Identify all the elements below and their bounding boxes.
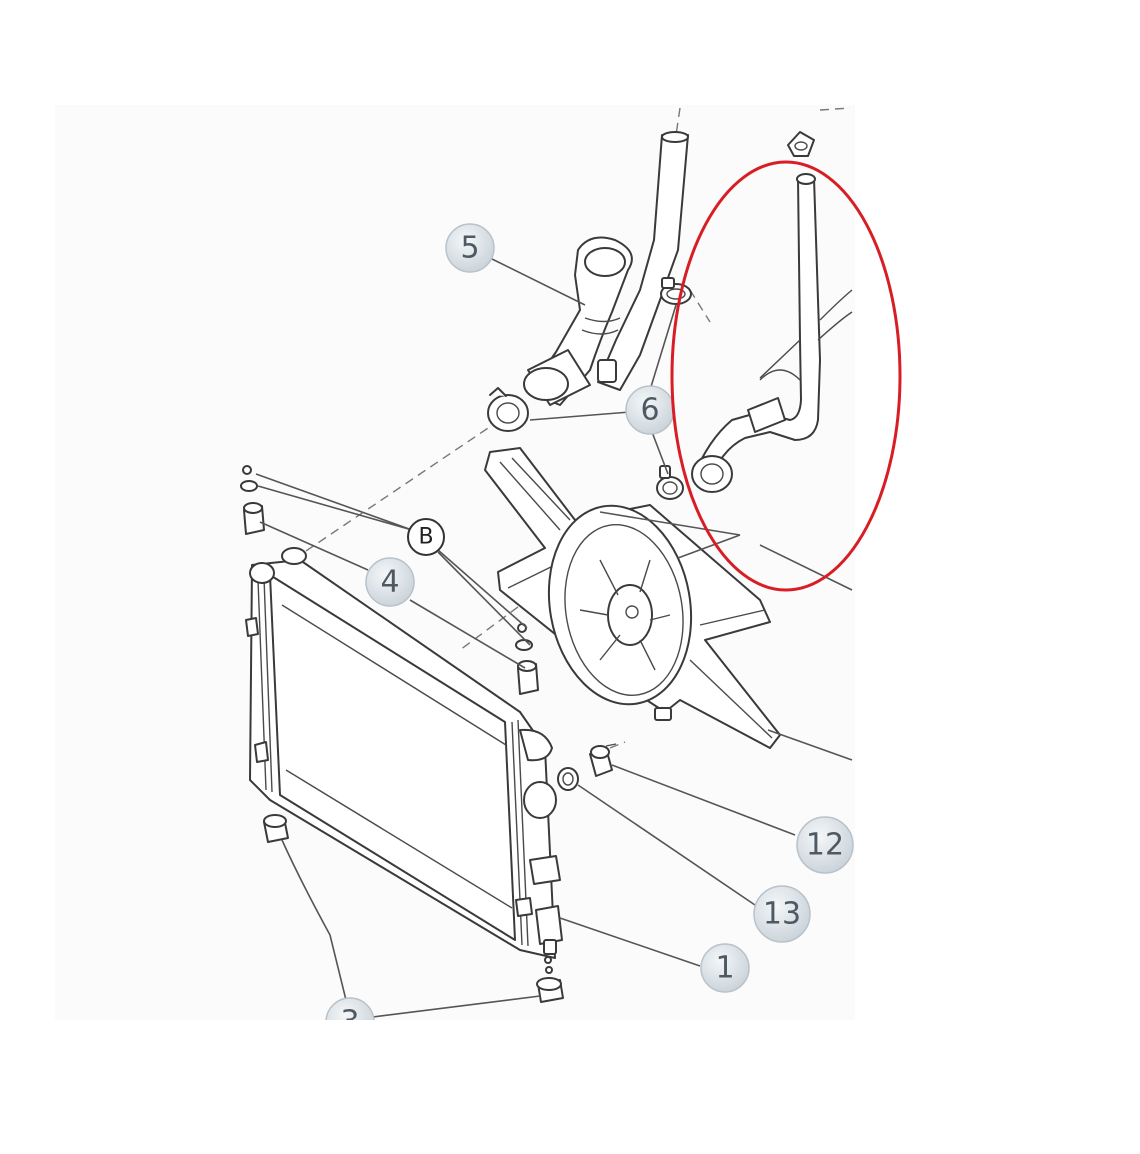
drain-plug bbox=[589, 743, 617, 777]
callout-13-label: 13 bbox=[763, 897, 801, 932]
gasket-ring bbox=[487, 387, 529, 432]
callout-1-label: 1 bbox=[715, 951, 734, 986]
callout-12-label: 12 bbox=[806, 828, 844, 863]
callout-4: 4 bbox=[365, 557, 415, 607]
callout-5: 5 bbox=[445, 223, 495, 273]
hose-clip-lower bbox=[656, 465, 684, 500]
callout-1: 1 bbox=[700, 943, 750, 993]
lower-hose bbox=[691, 173, 853, 493]
callout-13: 13 bbox=[753, 885, 811, 943]
hose-clip-upper bbox=[660, 277, 692, 305]
callout-12: 12 bbox=[796, 816, 854, 874]
drain-seal-ring bbox=[557, 767, 579, 791]
small-clip-top bbox=[787, 131, 815, 157]
upper-hose-assembly bbox=[523, 131, 689, 406]
label-b-text: B bbox=[418, 525, 433, 550]
leader-lines bbox=[255, 257, 853, 1019]
callout-6-label: 6 bbox=[640, 393, 659, 428]
callout-4-label: 4 bbox=[380, 565, 399, 600]
fan-shroud bbox=[484, 447, 781, 749]
callout-6: 6 bbox=[625, 385, 675, 435]
callout-3-label: 3 bbox=[340, 1005, 359, 1040]
radiator-mount-right bbox=[536, 966, 564, 1003]
label-b: B bbox=[407, 518, 445, 556]
radiator-mount-left bbox=[263, 814, 289, 843]
callout-3: 3 bbox=[325, 997, 375, 1040]
alignment-lines bbox=[299, 107, 851, 749]
bolt-set-upper bbox=[240, 465, 265, 535]
callout-5-label: 5 bbox=[460, 231, 479, 266]
radiator bbox=[245, 547, 563, 964]
highlight-ellipse bbox=[670, 160, 902, 592]
